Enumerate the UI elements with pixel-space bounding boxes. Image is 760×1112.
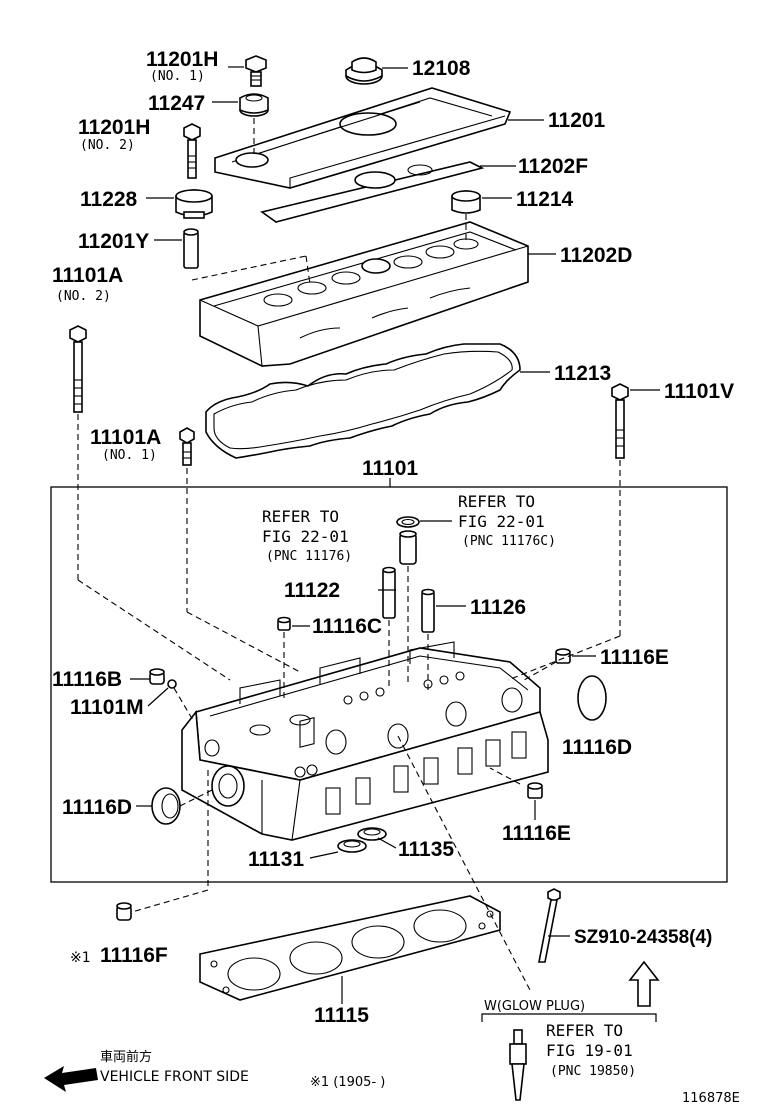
grommet-11228-drawing [175,189,213,219]
cylinder-head-11101-drawing [181,641,549,841]
bolt-11201h-no1-drawing [245,55,267,87]
footnote: ※1 (1905- ) [310,1075,385,1090]
plug-11116f-drawing [116,902,132,921]
head-cover-11201-drawing [214,87,512,189]
label-11122[interactable]: 11122 [284,579,340,602]
label-11116e-a[interactable]: 11116E [600,646,669,669]
gasket-11202f-drawing [260,161,485,223]
sleeve-11201y-drawing [183,228,199,269]
label-11101a-no2[interactable]: 11101A [52,264,123,287]
head-gasket-11115-drawing [199,895,501,1001]
label-11116d-a[interactable]: 11116D [562,736,632,759]
plug-11116c-drawing [277,616,291,631]
dashed-guide-lines [77,118,621,991]
label-11101a-no2-sub: (NO. 2) [56,289,111,304]
label-sz910[interactable]: SZ910-24358(4) [574,927,712,948]
refer-a-line1: REFER TO [262,507,339,526]
glow-plug-drawing [509,1029,527,1101]
refer-c-line1: REFER TO [546,1021,623,1040]
label-11228[interactable]: 11228 [80,188,138,211]
guide-11122-drawing [382,566,396,619]
glow-plug-header: W(GLOW PLUG) [484,999,585,1014]
refer-b-line3: (PNC 11176C) [462,534,556,549]
gasket-11213-drawing [205,343,521,459]
label-11101v[interactable]: 11101V [664,380,734,403]
vehicle-front-en: VEHICLE FRONT SIDE [100,1069,249,1085]
label-11247[interactable]: 11247 [148,92,205,115]
label-11202d[interactable]: 11202D [560,244,632,267]
plug-11116e-a-drawing [555,648,571,664]
valve-stem-seal-drawing [399,530,417,565]
label-11116e-b[interactable]: 11116E [502,822,571,845]
label-11101[interactable]: 11101 [362,457,418,480]
ball-11101m-drawing [167,679,177,689]
refer-b-line1: REFER TO [458,492,535,511]
refer-c-line2[interactable]: FIG 19-01 [546,1041,633,1060]
seal-11131-drawing [337,839,367,853]
label-11201h-no1[interactable]: 11201H [146,48,218,71]
figure-id: 116878E [682,1091,740,1106]
refer-a-line2[interactable]: FIG 22-01 [262,527,349,546]
oil-cap-12108-drawing [345,57,383,85]
label-11101a-no1-sub: (NO. 1) [102,448,157,463]
label-12108[interactable]: 12108 [412,57,471,80]
label-11116f[interactable]: 11116F [100,944,168,967]
plug-11116d-right-drawing [577,675,607,721]
bolt-11101v-drawing [611,383,629,459]
label-11202f[interactable]: 11202F [518,155,588,178]
grommet-11214-drawing [451,190,481,214]
label-11131[interactable]: 11131 [248,848,304,871]
label-11116c[interactable]: 11116C [312,615,382,638]
label-11201[interactable]: 11201 [548,109,606,132]
seal-ring-drawing [396,516,420,528]
seal-11135-drawing [357,827,387,841]
label-11101a-no1[interactable]: 11101A [90,426,161,449]
refer-a-line3: (PNC 11176) [266,549,352,564]
refer-c-line3: (PNC 19850) [550,1064,636,1079]
label-11116d-b[interactable]: 11116D [62,796,132,819]
glow-plug-bracket [481,1013,657,1022]
label-11201h-no2-sub: (NO. 2) [80,138,135,153]
label-11213[interactable]: 11213 [554,362,611,385]
label-11214[interactable]: 11214 [516,188,574,211]
seal-11116d-left-drawing [151,787,181,825]
assembly-frame-11101 [50,486,728,883]
vehicle-front-jp: 車両前方 [100,1049,152,1065]
vehicle-front-arrow-icon [44,1066,98,1092]
bolt-11201h-no2-drawing [183,123,201,179]
head-cover-11202d-drawing [199,221,529,367]
part-labels: 11201H (NO. 1) 12108 11247 11201 11201H … [52,48,740,1106]
label-11116f-mark: ※1 [70,950,91,966]
bolt-11101a-no1-drawing [179,427,195,466]
label-11101m[interactable]: 11101M [70,696,144,719]
plug-11116e-b-drawing [527,782,543,799]
bolt-11101a-no2-drawing [69,325,87,413]
leader-lines [130,66,660,1004]
plug-11116b-drawing [149,668,165,685]
up-arrow-icon [628,960,660,1007]
label-11126[interactable]: 11126 [470,596,526,619]
bolt-sz910-drawing [538,888,561,963]
label-11201h-no2[interactable]: 11201H [78,116,150,139]
grommet-11247-drawing [239,93,269,117]
label-11115[interactable]: 11115 [314,1004,369,1027]
guide-11126-drawing [421,588,435,633]
label-11135[interactable]: 11135 [398,838,454,861]
label-11201y[interactable]: 11201Y [78,230,149,253]
label-11201h-no1-sub: (NO. 1) [150,69,205,84]
label-11116b[interactable]: 11116B [52,668,122,691]
refer-b-line2[interactable]: FIG 22-01 [458,512,545,531]
